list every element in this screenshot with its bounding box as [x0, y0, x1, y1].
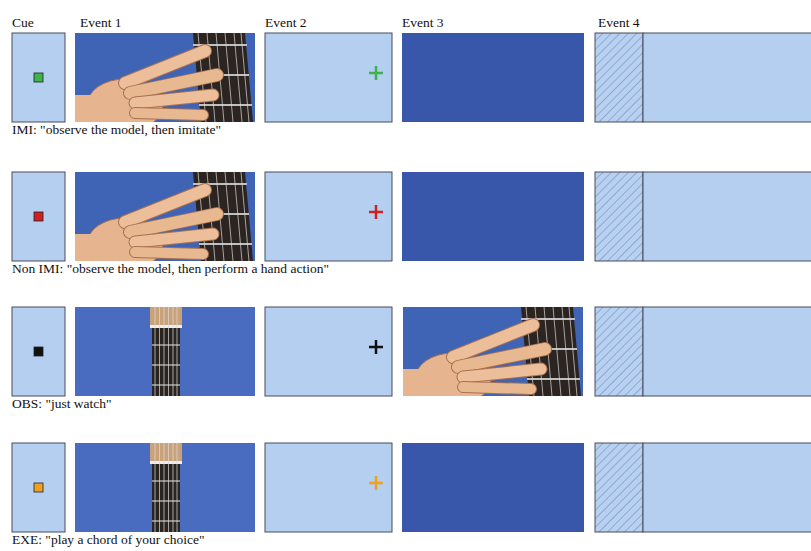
fixation-cross	[369, 66, 383, 80]
trial-row	[12, 307, 811, 405]
fixation-panel	[265, 33, 392, 122]
hatched-panel	[595, 443, 643, 532]
hatched-panel	[595, 33, 643, 122]
guitar-neck-image	[75, 443, 255, 532]
blank-panel	[402, 172, 584, 261]
cue-square	[34, 212, 43, 221]
hatched-panel	[595, 172, 643, 261]
column-header: Cue	[12, 16, 34, 31]
cue-panel	[12, 307, 65, 396]
fixation-cross	[369, 205, 383, 219]
hand-chord-image	[403, 307, 583, 405]
row-caption: EXE: "play a chord of your choice"	[12, 533, 204, 548]
cue-panel	[12, 443, 65, 532]
row-caption: OBS: "just watch"	[12, 397, 112, 412]
hatched-panel	[595, 307, 643, 396]
fixation-cross	[369, 476, 383, 490]
hand-chord-image	[75, 33, 255, 131]
column-header: Event 4	[598, 16, 640, 31]
hand-chord-image	[75, 172, 255, 270]
trial-row	[12, 443, 811, 532]
column-header: Event 1	[80, 16, 122, 31]
blank-panel	[402, 33, 584, 122]
row-caption: Non IMI: "observe the model, then perfor…	[12, 262, 329, 277]
response-panel	[643, 172, 811, 261]
response-panel	[643, 307, 811, 396]
blank-panel	[402, 443, 584, 532]
column-header: Event 3	[402, 16, 444, 31]
fixation-cross	[369, 340, 383, 354]
guitar-neck-image	[75, 307, 255, 396]
cue-square	[34, 73, 43, 82]
fixation-panel	[265, 307, 392, 396]
cue-square	[34, 347, 43, 356]
row-caption: IMI: "observe the model, then imitate"	[12, 123, 221, 138]
fixation-panel	[265, 172, 392, 261]
response-panel	[643, 33, 811, 122]
cue-panel	[12, 172, 65, 261]
fixation-panel	[265, 443, 392, 532]
column-header: Event 2	[265, 16, 307, 31]
cue-square	[34, 483, 43, 492]
response-panel	[643, 443, 811, 532]
trial-row	[12, 33, 811, 131]
cue-panel	[12, 33, 65, 122]
trial-row	[12, 172, 811, 270]
